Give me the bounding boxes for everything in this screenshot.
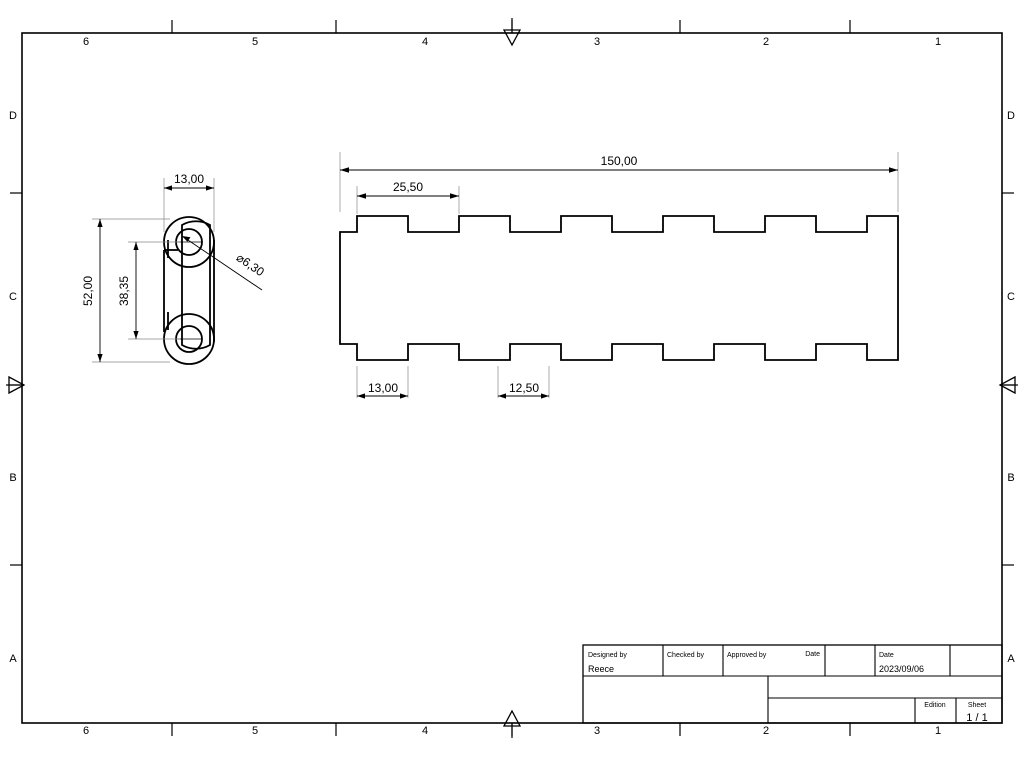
zone-col-6-top: 6 [83,36,89,48]
arrow-right [450,193,459,199]
dim-side-width-label: 13,00 [174,172,204,186]
sheet-border [21,32,1003,724]
designed-by-value: Reece [588,664,614,674]
arrow-right [541,393,549,399]
dim-tooth-width-label: 13,00 [368,381,398,395]
zone-col-4-top: 4 [422,36,428,48]
title-block: Designed by Reece Checked by Approved by… [582,644,1003,724]
zone-col-2-bottom: 2 [763,725,769,737]
dim-pitch: 25,50 [356,180,460,214]
hole-centre-marks [176,241,202,340]
center-mark-left-icon [6,375,26,395]
zone-row-a-right: A [1007,653,1015,665]
dim-tooth-width: 13,00 [356,366,409,399]
arrow-right [400,393,408,399]
zone-row-a-left: A [9,653,17,665]
zone-col-3-bottom: 3 [594,725,600,737]
dim-side-hole-centres-label: 38,35 [117,276,131,306]
dim-overall-length: 150,00 [339,152,899,212]
zone-col-5-bottom: 5 [252,725,258,737]
edition-label: Edition [924,702,946,709]
rack-profile-outline [339,215,899,361]
zone-col-5-top: 5 [252,36,258,48]
arrow-right [206,185,214,191]
zone-ticks-top [171,20,851,33]
dim-gap-width: 12,50 [497,366,550,399]
zone-col-3-top: 3 [594,36,600,48]
zone-row-b-left: B [9,472,16,484]
date-left-label: Date [805,651,820,658]
arrow-right [889,167,898,173]
designed-by-label: Designed by [588,652,627,659]
arrow-top [97,219,103,227]
zone-row-c-left: C [9,291,17,303]
zone-col-1-top: 1 [935,36,941,48]
center-mark-bottom-icon [502,709,522,738]
dim-side-width: 13,00 [163,172,215,232]
sheet-value: 1 / 1 [966,712,987,724]
date-right-label: Date [879,652,894,659]
dim-gap-width-label: 12,50 [509,381,539,395]
crenellated-rack-view [339,215,899,361]
zone-col-1-bottom: 1 [935,725,941,737]
zone-row-d-left: D [9,110,17,122]
zone-row-b-right: B [1007,472,1014,484]
dim-side-overall-height-label: 52,00 [81,276,95,306]
center-mark-right-icon [998,375,1018,395]
arrow-left [498,393,506,399]
zone-row-c-right: C [1007,291,1015,303]
sheet-label: Sheet [968,702,986,709]
arrow-bottom [133,331,139,339]
checked-by-label: Checked by [667,652,704,659]
zone-col-4-bottom: 4 [422,725,428,737]
leader-line [181,235,263,291]
arrow-left [164,185,172,191]
dim-pitch-label: 25,50 [393,180,423,194]
arrow-left [357,193,366,199]
leader-arrow [182,236,191,242]
date-right-value: 2023/09/06 [879,664,924,674]
dim-overall-length-label: 150,00 [601,154,638,168]
center-mark-top-icon [502,18,522,47]
dim-side-overall-height: 52,00 [81,218,170,363]
arrow-top [133,242,139,250]
dim-side-hole-centres: 38,35 [117,241,180,340]
side-body-outline [181,220,211,350]
zone-col-6-bottom: 6 [83,725,89,737]
arrow-bottom [97,354,103,362]
zone-col-2-top: 2 [763,36,769,48]
zone-ticks-bottom [171,723,851,736]
arrow-left [357,393,365,399]
approved-by-label: Approved by [727,652,767,659]
dim-hole-diameter: ⌀6,30 [181,235,267,291]
zone-row-d-right: D [1007,110,1015,122]
dim-hole-diameter-label: ⌀6,30 [234,250,267,279]
title-block-border [582,644,1003,724]
arrow-left [340,167,349,173]
